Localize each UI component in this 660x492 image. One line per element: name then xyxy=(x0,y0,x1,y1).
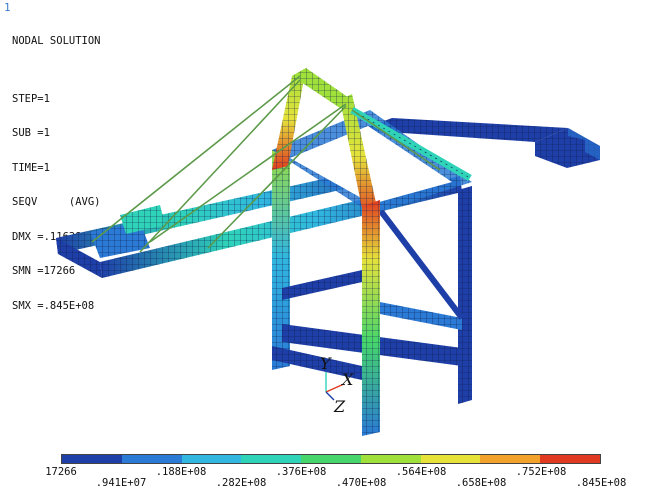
upper-girder xyxy=(272,110,472,214)
legend-tick-label: .752E+08 xyxy=(515,466,567,478)
boom-stays xyxy=(91,75,441,253)
window-number: 1 xyxy=(4,1,11,14)
info-line-substep: SUB =1 xyxy=(12,127,50,139)
info-line-dmx: DMX =.116385 xyxy=(12,230,88,243)
info-line-smn: SMN =17266 xyxy=(12,265,76,277)
front-sill-beam xyxy=(272,346,362,380)
info-line-title: NODAL SOLUTION xyxy=(12,35,101,47)
axis-z-label: Z xyxy=(333,397,346,416)
crane-stress-model xyxy=(56,68,600,436)
legend-tick-label: .941E+07 xyxy=(95,477,147,489)
info-line-time: TIME=1 xyxy=(12,161,50,174)
legend-swatch xyxy=(121,455,182,463)
axis-x-label: X xyxy=(340,370,354,389)
contour-legend-bar xyxy=(61,454,601,464)
axis-triad: Y X Z xyxy=(320,354,354,416)
legend-swatch xyxy=(360,455,421,463)
a-frame xyxy=(272,68,472,218)
rear-left-leg xyxy=(272,146,290,370)
legend-swatch xyxy=(540,455,601,463)
info-line-result: SEQV (AVG) xyxy=(12,196,101,208)
legend-swatch xyxy=(480,455,541,463)
rear-boom-frame xyxy=(360,118,600,168)
legend-swatch xyxy=(420,455,481,463)
legend-tick-label: .188E+08 xyxy=(155,466,207,478)
legend-tick-label: .658E+08 xyxy=(455,477,507,489)
legend-tick-label: .845E+08 xyxy=(575,477,627,489)
legend-swatch xyxy=(181,455,242,463)
front-left-leg xyxy=(362,200,380,436)
legend-tick-label: 17266 xyxy=(45,466,77,478)
solution-info-panel: NODAL SOLUTION STEP=1 SUB =1 TIME=1 SEQV… xyxy=(12,13,101,335)
legend-tick-label: .282E+08 xyxy=(215,477,267,489)
info-line-step: STEP=1 xyxy=(12,92,50,105)
legend-swatch xyxy=(62,455,122,463)
legend-swatch xyxy=(241,455,302,463)
legend-tick-label: .564E+08 xyxy=(395,466,447,478)
legend-tick-label: .376E+08 xyxy=(275,466,327,478)
legend-tick-label: .470E+08 xyxy=(335,477,387,489)
info-line-smx: SMX =.845E+08 xyxy=(12,299,95,312)
axis-y-label: Y xyxy=(320,354,332,373)
legend-swatch xyxy=(301,455,361,463)
